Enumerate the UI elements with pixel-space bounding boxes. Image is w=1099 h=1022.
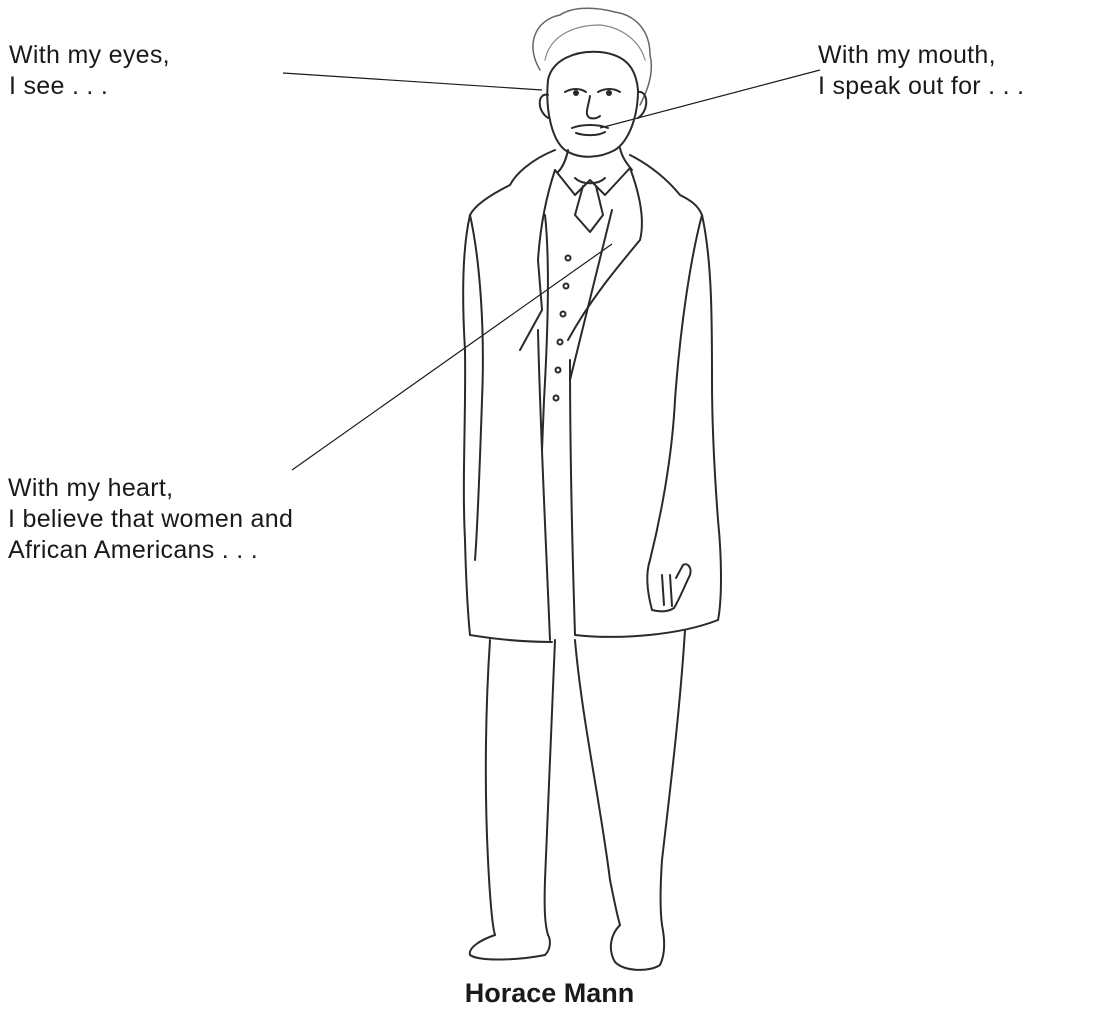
heart-callout-line3: African Americans . . .: [8, 535, 293, 566]
mouth-leader-line: [600, 70, 820, 128]
mouth-callout: With my mouth, I speak out for . . .: [818, 40, 1024, 102]
heart-leader-line: [292, 244, 612, 470]
mouth-callout-line2: I speak out for . . .: [818, 71, 1024, 102]
heart-callout-line2: I believe that women and: [8, 504, 293, 535]
eyes-callout: With my eyes, I see . . .: [9, 40, 170, 102]
eyes-callout-line2: I see . . .: [9, 71, 170, 102]
eyes-leader-line: [283, 73, 542, 90]
figure-outline: [463, 8, 721, 970]
heart-callout-line1: With my heart,: [8, 473, 293, 504]
mouth-callout-line1: With my mouth,: [818, 40, 1024, 71]
heart-callout: With my heart, I believe that women and …: [8, 473, 293, 566]
figure-caption: Horace Mann: [0, 977, 1099, 1009]
eyes-callout-line1: With my eyes,: [9, 40, 170, 71]
